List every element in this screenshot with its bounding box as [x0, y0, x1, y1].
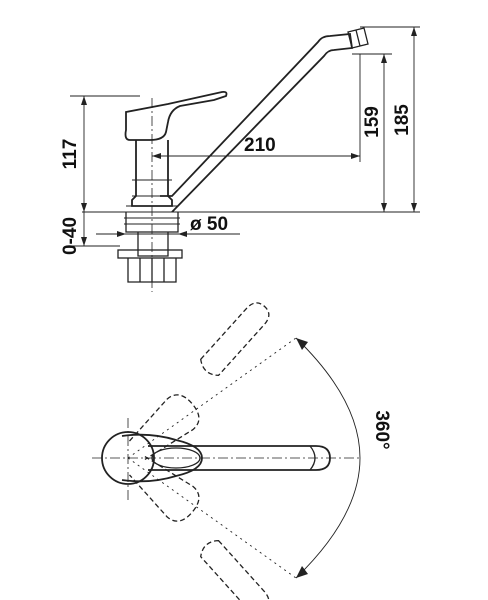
plan-lever-grip: [151, 447, 201, 469]
arrow-117-top: [81, 96, 87, 105]
plan-body-circle: [101, 431, 155, 485]
arrow-210-right: [351, 153, 360, 159]
spout-outline: [160, 33, 354, 213]
arrow-117-bottom: [81, 203, 87, 212]
lever-ghost-lower: [128, 455, 200, 522]
mounting-washer: [117, 249, 183, 259]
plan-view: 360°: [92, 302, 392, 600]
rotation-ext-top: [127, 337, 297, 459]
arrow-159-bottom: [381, 203, 387, 212]
plan-lever-outline: [121, 433, 203, 483]
rotation-ext-bottom: [127, 457, 297, 579]
dim-label-210: 210: [244, 135, 276, 156]
side-elevation-view: 117 0-40 ø 50 210 159 185: [60, 26, 420, 292]
rotation-arc: [295, 337, 361, 579]
spout-ghost-upper: [200, 302, 270, 377]
lever-ghost-upper: [128, 394, 200, 461]
spout-ghost-lower: [200, 539, 270, 600]
arrow-dia50-right: [178, 231, 187, 237]
arrow-159-top: [381, 54, 387, 63]
arrow-040: [81, 237, 87, 246]
dim-label-dia50: ø 50: [190, 214, 228, 235]
plan-spout-tip: [309, 445, 316, 471]
arrow-dia50-left: [117, 231, 126, 237]
arrow-210-left: [152, 153, 161, 159]
dim-label-185: 185: [392, 104, 413, 136]
lever-handle-outline: [124, 90, 228, 141]
dim-label-rotation: 360°: [371, 410, 392, 449]
spout-aerator: [347, 27, 369, 49]
rotation-arrow-top: [296, 338, 308, 350]
plan-spout-outline: [148, 445, 331, 471]
dim-label-0-40: 0-40: [60, 217, 81, 255]
rotation-arrow-bottom: [296, 566, 308, 578]
dim-label-159: 159: [362, 106, 383, 138]
dim-label-117: 117: [60, 139, 81, 170]
arrow-185-bottom: [411, 203, 417, 212]
arrow-185-top: [411, 27, 417, 36]
